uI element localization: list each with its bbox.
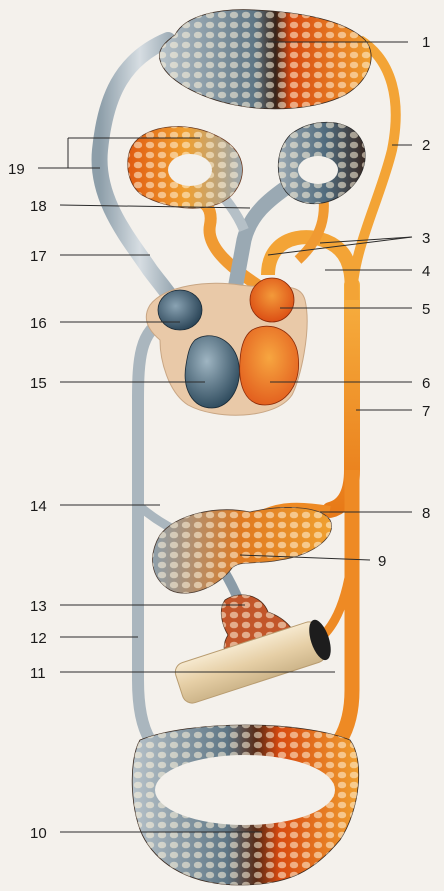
label-4: 4 xyxy=(422,263,430,280)
left-atrium xyxy=(250,278,294,322)
label-19: 19 xyxy=(8,161,25,178)
leader-18 xyxy=(60,205,250,208)
label-3: 3 xyxy=(422,230,430,247)
right-atrium xyxy=(158,290,202,330)
label-17: 17 xyxy=(30,248,47,265)
label-15: 15 xyxy=(30,375,47,392)
liver-capillary-mesh xyxy=(153,507,332,593)
label-8: 8 xyxy=(422,505,430,522)
right-lung-hole xyxy=(298,156,338,184)
label-2: 2 xyxy=(422,137,430,154)
left-lung-hole xyxy=(168,154,212,186)
label-18: 18 xyxy=(30,198,47,215)
label-13: 13 xyxy=(30,598,47,615)
label-6: 6 xyxy=(422,375,430,392)
label-1: 1 xyxy=(422,34,430,51)
lower-body-hole xyxy=(155,755,335,825)
label-9: 9 xyxy=(378,553,386,570)
label-7: 7 xyxy=(422,403,430,420)
right-ventricle xyxy=(185,336,239,408)
label-12: 12 xyxy=(30,630,47,647)
vena-cava-to-legs xyxy=(138,680,150,740)
head-capillary-mesh xyxy=(159,10,371,109)
inferior-vena-cava xyxy=(138,320,165,680)
label-14: 14 xyxy=(30,498,47,515)
label-11: 11 xyxy=(30,665,46,682)
label-10: 10 xyxy=(30,825,47,842)
label-5: 5 xyxy=(422,301,430,318)
label-16: 16 xyxy=(30,315,47,332)
